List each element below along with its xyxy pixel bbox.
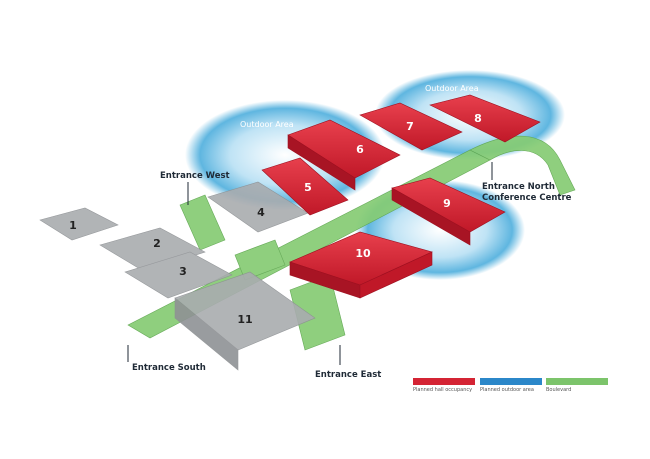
hall-2-label: 2	[153, 237, 161, 250]
outdoor-area-label-north: Outdoor Area	[425, 84, 479, 93]
legend-swatch-boulevard	[546, 378, 608, 385]
hall-1-label: 1	[69, 219, 77, 232]
entrance-south-label: Entrance South	[132, 363, 206, 373]
hall-10-label: 10	[355, 247, 371, 260]
hall-8[interactable]	[429, 94, 541, 143]
hall-5[interactable]	[261, 157, 349, 216]
hall-1[interactable]	[39, 207, 119, 241]
hall-8-label: 8	[474, 112, 482, 125]
hall-2[interactable]	[99, 227, 206, 273]
legend-label-boulevard: Boulevard	[546, 387, 572, 393]
hall-4-label: 4	[257, 206, 265, 219]
hall-5-label: 5	[304, 181, 312, 194]
legend-label-outdoor: Planned outdoor area	[480, 387, 534, 393]
hall-6-label: 6	[356, 143, 364, 156]
hall-3[interactable]	[124, 251, 233, 299]
legend-item-outdoor: Planned outdoor area	[480, 378, 542, 393]
legend-swatch-hall	[413, 378, 475, 385]
entrance-west-label: Entrance West	[160, 171, 230, 181]
entrance-east-label: Entrance East	[315, 370, 381, 380]
entrance-north-label: Entrance North	[482, 182, 555, 192]
hall-3-label: 3	[179, 265, 187, 278]
hall-11-label: 11	[237, 313, 252, 326]
hall-7[interactable]	[359, 102, 463, 151]
hall-7-label: 7	[406, 120, 414, 133]
hall-9-label: 9	[443, 197, 451, 210]
legend-item-hall: Planned hall occupancy	[413, 378, 475, 393]
legend-item-boulevard: Boulevard	[546, 378, 608, 393]
conference-centre-label: Conference Centre	[482, 193, 572, 203]
outdoor-area-label-west: Outdoor Area	[240, 120, 294, 129]
legend-label-hall: Planned hall occupancy	[413, 387, 473, 393]
legend-swatch-outdoor	[480, 378, 542, 385]
